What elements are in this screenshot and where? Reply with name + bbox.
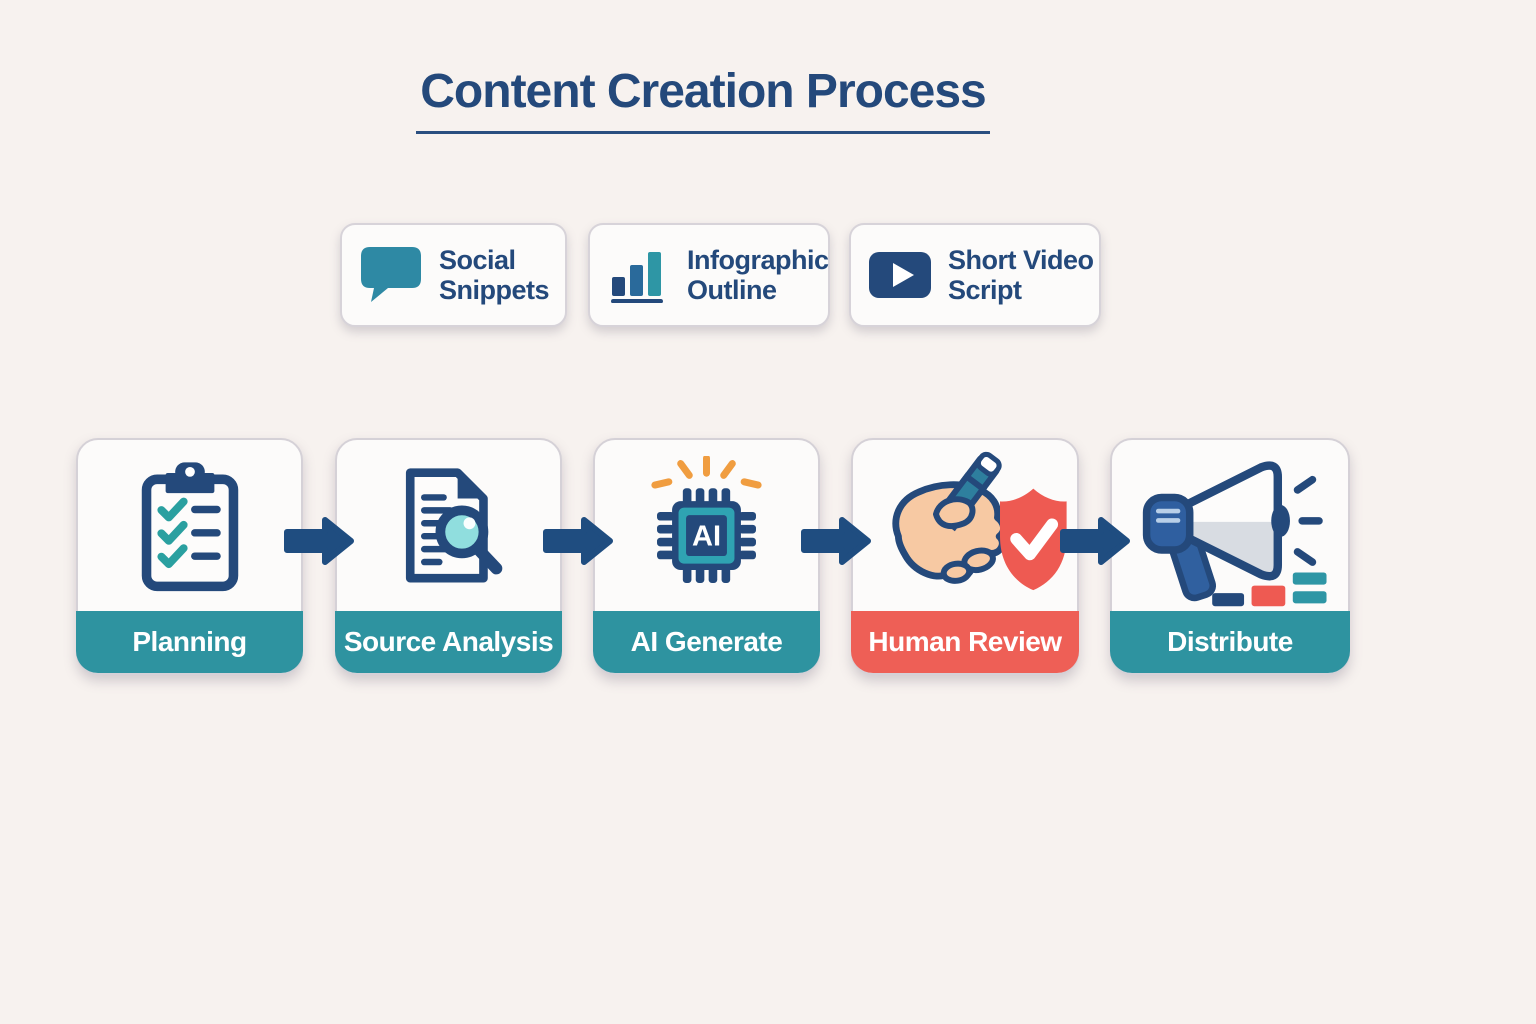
hand-pen-shield-icon (892, 451, 1067, 590)
output-card-label: Social Snippets (439, 244, 550, 305)
output-card-infographic-outline: Infographic Outline (588, 223, 830, 327)
ai-chip-text: AI (692, 520, 721, 552)
step-card-human-review: Human Review (851, 438, 1079, 675)
megaphone-icon (1142, 460, 1327, 606)
output-card-label: Infographic Outline (687, 244, 829, 305)
step-card-distribute: Distribute (1110, 438, 1350, 675)
flow-arrow (543, 517, 613, 565)
document-magnifier-icon (405, 468, 502, 583)
bar-chart-icon (606, 247, 672, 303)
step-label: Planning (76, 611, 303, 673)
output-card-label: Short Video Script (948, 244, 1094, 305)
step-label: AI Generate (593, 611, 820, 673)
title-block: Content Creation Process (0, 64, 1406, 134)
flow-arrow (284, 517, 354, 565)
video-play-icon (867, 252, 933, 298)
clipboard-checklist-icon (141, 461, 238, 591)
step-label: Human Review (851, 611, 1079, 673)
output-card-social-snippets: Social Snippets (340, 223, 567, 327)
speech-bubble-icon (358, 246, 424, 304)
flow-arrow (801, 517, 871, 565)
step-label: Source Analysis (335, 611, 562, 673)
output-card-short-video-script: Short Video Script (849, 223, 1101, 327)
step-card-source-analysis: Source Analysis (335, 438, 562, 675)
flow-arrow (1060, 517, 1130, 565)
ai-chip-icon: AI (651, 455, 762, 583)
page-title: Content Creation Process (416, 64, 990, 134)
step-card-ai-generate: AI AI Generate (593, 438, 820, 675)
step-card-planning: Planning (76, 438, 303, 675)
step-label: Distribute (1110, 611, 1350, 673)
